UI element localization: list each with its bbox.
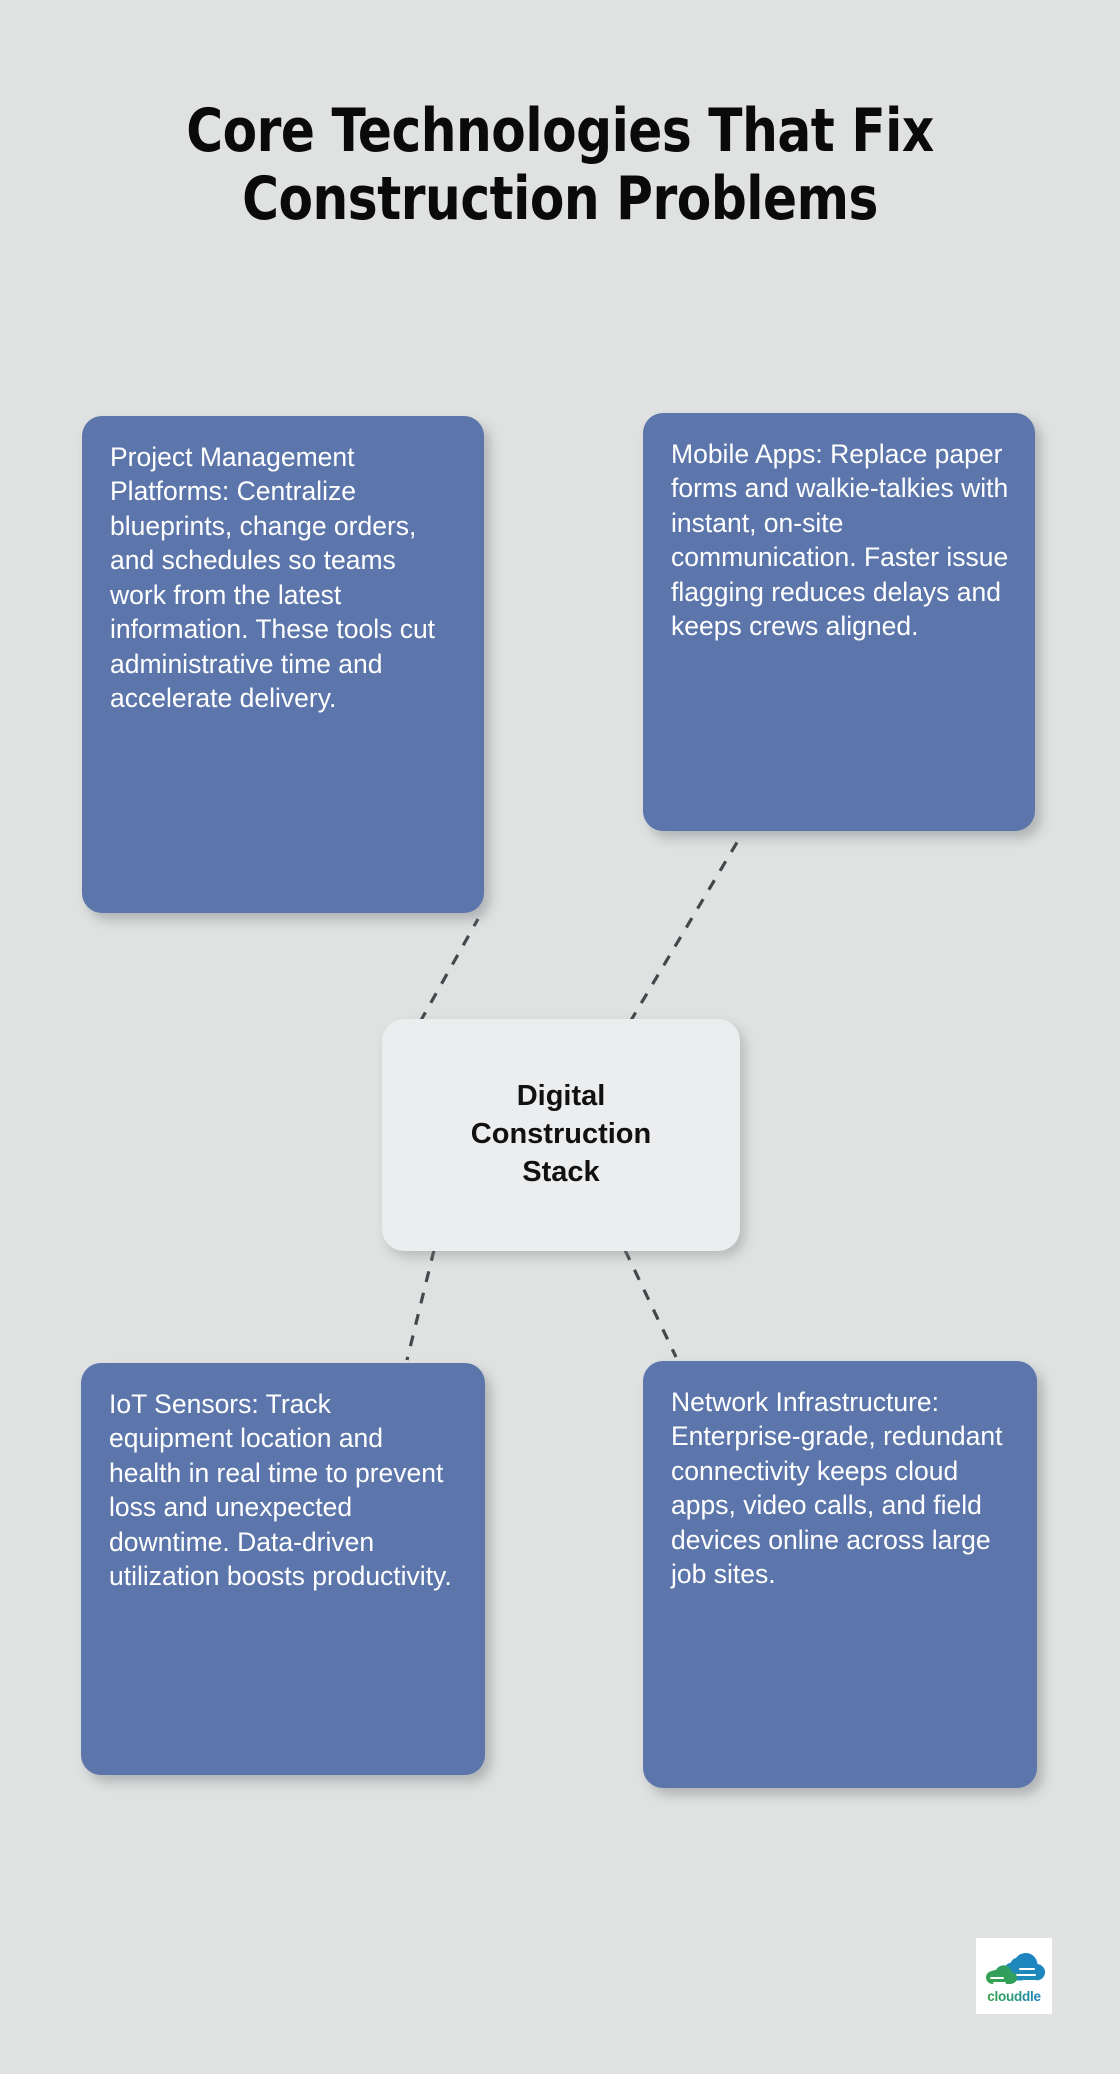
page-title-line-2: Construction Problems: [242, 163, 878, 234]
card-mobile-apps[interactable]: Mobile Apps: Replace paper forms and wal…: [643, 413, 1035, 831]
connector-center-to-bottom-left: [405, 1249, 436, 1361]
card-project-management-platforms[interactable]: Project Management Platforms: Centralize…: [82, 416, 484, 913]
clouddle-logo[interactable]: clouddle: [976, 1938, 1052, 2014]
connector-center-to-bottom-right: [623, 1249, 678, 1358]
connector-center-to-top-left: [418, 918, 480, 1023]
center-node-digital-construction-stack[interactable]: Digital Construction Stack: [382, 1019, 740, 1251]
card-text: Mobile Apps: Replace paper forms and wal…: [671, 439, 1009, 642]
card-iot-sensors[interactable]: IoT Sensors: Track equipment location an…: [81, 1363, 485, 1775]
page-title-line-1: Core Technologies That Fix: [186, 96, 934, 166]
card-text: IoT Sensors: Track equipment location an…: [109, 1389, 452, 1592]
page-title: Core Technologies That Fix Construction …: [123, 96, 997, 234]
clouddle-cloud-icon: clouddle: [986, 1952, 1046, 2004]
card-text: Project Management Platforms: Centralize…: [110, 442, 436, 714]
connector-center-to-top-right: [628, 833, 744, 1023]
svg-text:clouddle: clouddle: [987, 1989, 1041, 2004]
card-text: Network Infrastructure: Enterprise-grade…: [671, 1387, 1003, 1590]
center-node-label: Digital Construction Stack: [470, 1080, 652, 1188]
card-network-infrastructure[interactable]: Network Infrastructure: Enterprise-grade…: [643, 1361, 1037, 1788]
